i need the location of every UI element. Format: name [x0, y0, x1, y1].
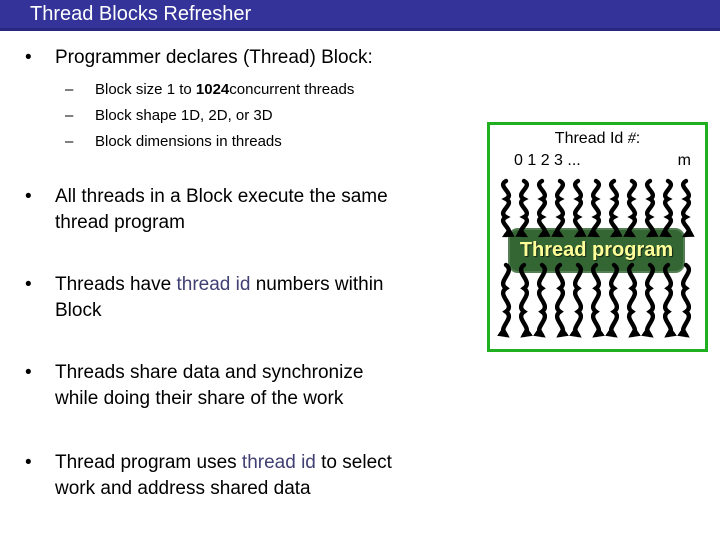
sub-bullet-text: Block dimensions in threads [95, 133, 282, 150]
hash-symbol: # [627, 130, 636, 147]
thread-index-m: m [677, 152, 691, 169]
title-bar: Thread Blocks Refresher [0, 0, 720, 31]
bullet-marker: • [25, 47, 32, 68]
sub-bullet-text: Block size 1 to 1024concurrent threads [95, 81, 355, 98]
dash-marker: – [65, 107, 74, 124]
bullet-text: Threads have thread id numbers within Bl… [55, 274, 384, 321]
thread-block-diagram: Thread Id #: 0 1 2 3 ... m Thread progra… [487, 122, 708, 352]
bullet-text: Thread program uses thread id to select … [55, 452, 392, 499]
bullet-text: Threads share data and synchronize while… [55, 362, 364, 409]
sub-bullet-text: Block shape 1D, 2D, or 3D [95, 107, 273, 124]
bullet-marker: • [25, 362, 32, 383]
bullet-marker: • [25, 452, 32, 473]
bullet-marker: • [25, 186, 32, 207]
dash-marker: – [65, 81, 74, 98]
dash-marker: – [65, 133, 74, 150]
thread-indices: 0 1 2 3 ... [514, 152, 581, 169]
thread-id-highlight: thread id [241, 452, 316, 473]
sub-bullet-list: – Block size 1 to 1024concurrent threads… [65, 77, 354, 155]
bullet-programmer-declares: • Programmer declares (Thread) Block: [25, 45, 373, 71]
sub-bullet-block-dimensions: – Block dimensions in threads [65, 129, 354, 155]
bullet-threads-have-id: • Threads have thread id numbers within … [25, 272, 383, 324]
slide-title: Thread Blocks Refresher [30, 2, 252, 25]
sub-bullet-block-size: – Block size 1 to 1024concurrent threads [65, 77, 354, 103]
bullet-program-uses-id: • Thread program uses thread id to selec… [25, 450, 392, 502]
bullet-marker: • [25, 274, 32, 295]
bullet-all-threads-execute: • All threads in a Block execute the sam… [25, 184, 388, 236]
bullet-text: All threads in a Block execute the same … [55, 186, 388, 233]
bullet-threads-share-data: • Threads share data and synchronize whi… [25, 360, 363, 412]
thread-id-header: Thread Id #: [554, 130, 641, 147]
thread-index-row: 0 1 2 3 ... m [490, 152, 705, 170]
thread-program-label: Thread program [519, 239, 674, 261]
sub-bullet-block-shape: – Block shape 1D, 2D, or 3D [65, 103, 354, 129]
bullet-text: Programmer declares (Thread) Block: [55, 47, 373, 68]
thread-id-highlight: thread id [176, 274, 251, 295]
